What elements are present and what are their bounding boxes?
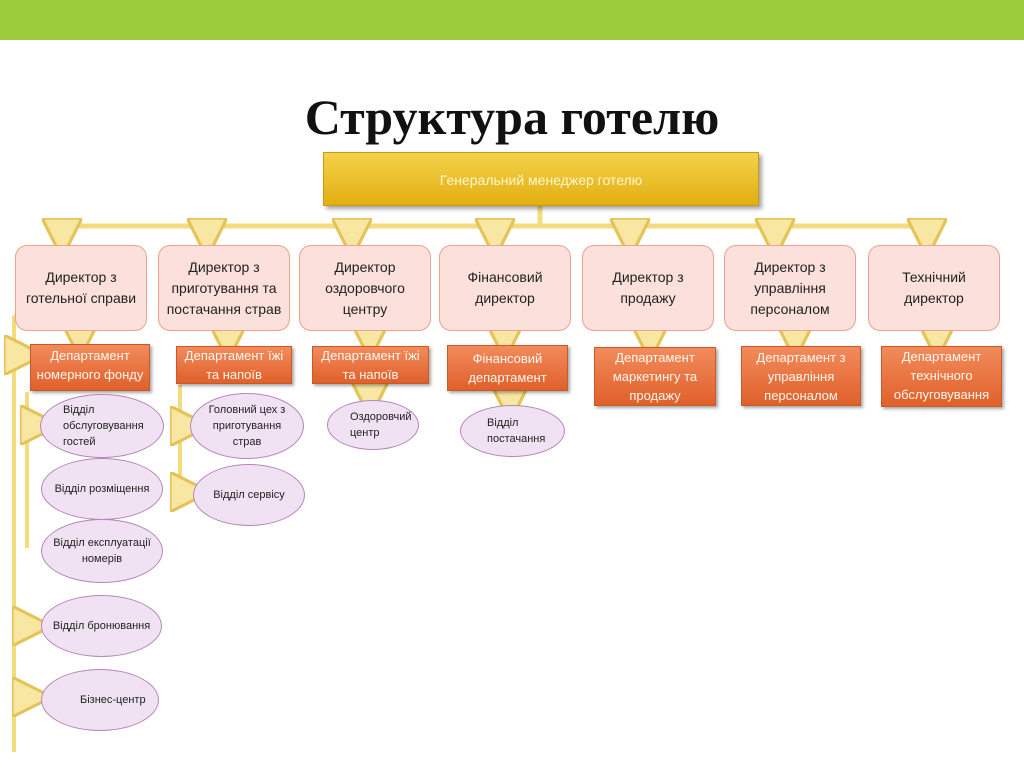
director-health-center: Директор оздоровчого центру	[299, 245, 431, 331]
general-manager-box: Генеральний менеджер готелю	[323, 152, 759, 206]
unit-room-operation: Відділ експлуатації номерів	[41, 519, 163, 583]
unit-health-center: Оздоровчий центр	[327, 400, 419, 450]
department-hr: Департамент з управління персоналом	[741, 346, 861, 406]
department-marketing-sales: Департамент маркетингу та продажу	[594, 347, 716, 406]
unit-booking: Відділ бронювання	[41, 595, 162, 657]
department-food-drinks-2: Департамент їжі та напоїв	[312, 346, 429, 384]
unit-business-center: Бізнес-центр	[41, 669, 159, 731]
unit-supply: Відділ постачання	[460, 405, 565, 457]
director-hr: Директор з управління персоналом	[724, 245, 856, 331]
director-food-supply: Директор з приготування та постачання ст…	[158, 245, 290, 331]
top-accent-bar	[0, 0, 1024, 40]
unit-accommodation: Відділ розміщення	[41, 458, 163, 520]
unit-service: Відділ сервісу	[193, 464, 305, 526]
department-food-drinks-1: Департамент їжі та напоїв	[176, 346, 292, 384]
director-technical: Технічний директор	[868, 245, 1000, 331]
department-room-fund: Департамент номерного фонду	[30, 344, 150, 391]
director-finance: Фінансовий директор	[439, 245, 571, 331]
page-title: Структура готелю	[304, 89, 720, 145]
director-hotel-operations: Директор з готельної справи	[15, 245, 147, 331]
unit-guest-service: Відділ обслуговування гостей	[40, 394, 164, 458]
unit-main-kitchen: Головний цех з приготування страв	[190, 393, 304, 459]
department-technical-service: Департамент технічного обслуговування	[881, 346, 1002, 407]
department-finance: Фінансовий департамент	[447, 345, 568, 391]
director-sales: Директор з продажу	[582, 245, 714, 331]
